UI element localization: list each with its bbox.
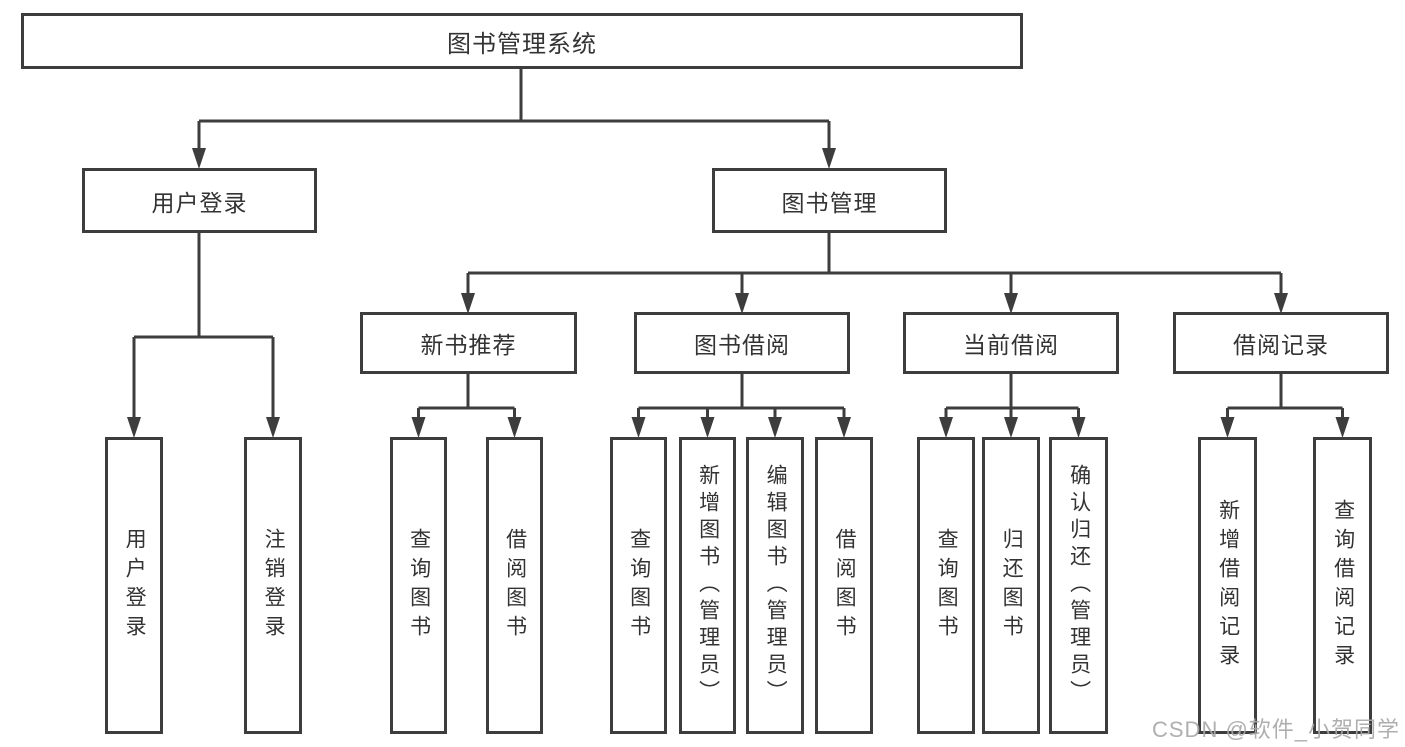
node-user-login-label: 用户登录 bbox=[151, 189, 248, 216]
leaf-edit-books-admin: 编辑图书（管理员） bbox=[746, 437, 804, 734]
node-root: 图书管理系统 bbox=[21, 13, 1023, 69]
leaf-query-books-recommend: 查询图书 bbox=[390, 437, 447, 734]
leaf-borrow-books-recommend: 借阅图书 bbox=[486, 437, 543, 734]
node-book-management-label: 图书管理 bbox=[781, 189, 878, 216]
leaf-query-books-borrow: 查询图书 bbox=[610, 437, 667, 734]
node-book-borrow-label: 图书借阅 bbox=[694, 332, 790, 358]
node-book-borrow: 图书借阅 bbox=[634, 312, 850, 374]
leaf-query-books-current: 查询图书 bbox=[917, 437, 975, 734]
node-new-book-recommend: 新书推荐 bbox=[360, 312, 577, 374]
leaf-add-books-admin: 新增图书（管理员） bbox=[679, 437, 736, 734]
node-book-management: 图书管理 bbox=[712, 168, 947, 233]
node-current-borrow-label: 当前借阅 bbox=[963, 332, 1059, 358]
node-root-label: 图书管理系统 bbox=[447, 30, 597, 58]
leaf-return-books: 归还图书 bbox=[982, 437, 1040, 734]
leaf-add-borrow-record: 新增借阅记录 bbox=[1198, 437, 1257, 734]
node-user-login: 用户登录 bbox=[82, 168, 317, 233]
node-borrow-records: 借阅记录 bbox=[1173, 312, 1389, 374]
leaf-user-login: 用户登录 bbox=[105, 437, 163, 734]
node-current-borrow: 当前借阅 bbox=[903, 312, 1119, 374]
leaf-logout: 注销登录 bbox=[244, 437, 302, 734]
node-new-book-recommend-label: 新书推荐 bbox=[420, 332, 517, 358]
leaf-confirm-return-admin: 确认归还（管理员） bbox=[1049, 437, 1108, 734]
leaf-query-borrow-record: 查询借阅记录 bbox=[1313, 437, 1372, 734]
leaf-borrow-books: 借阅图书 bbox=[815, 437, 873, 734]
watermark: CSDN @软件_小贺同学 bbox=[1152, 717, 1401, 742]
node-borrow-records-label: 借阅记录 bbox=[1233, 332, 1329, 358]
